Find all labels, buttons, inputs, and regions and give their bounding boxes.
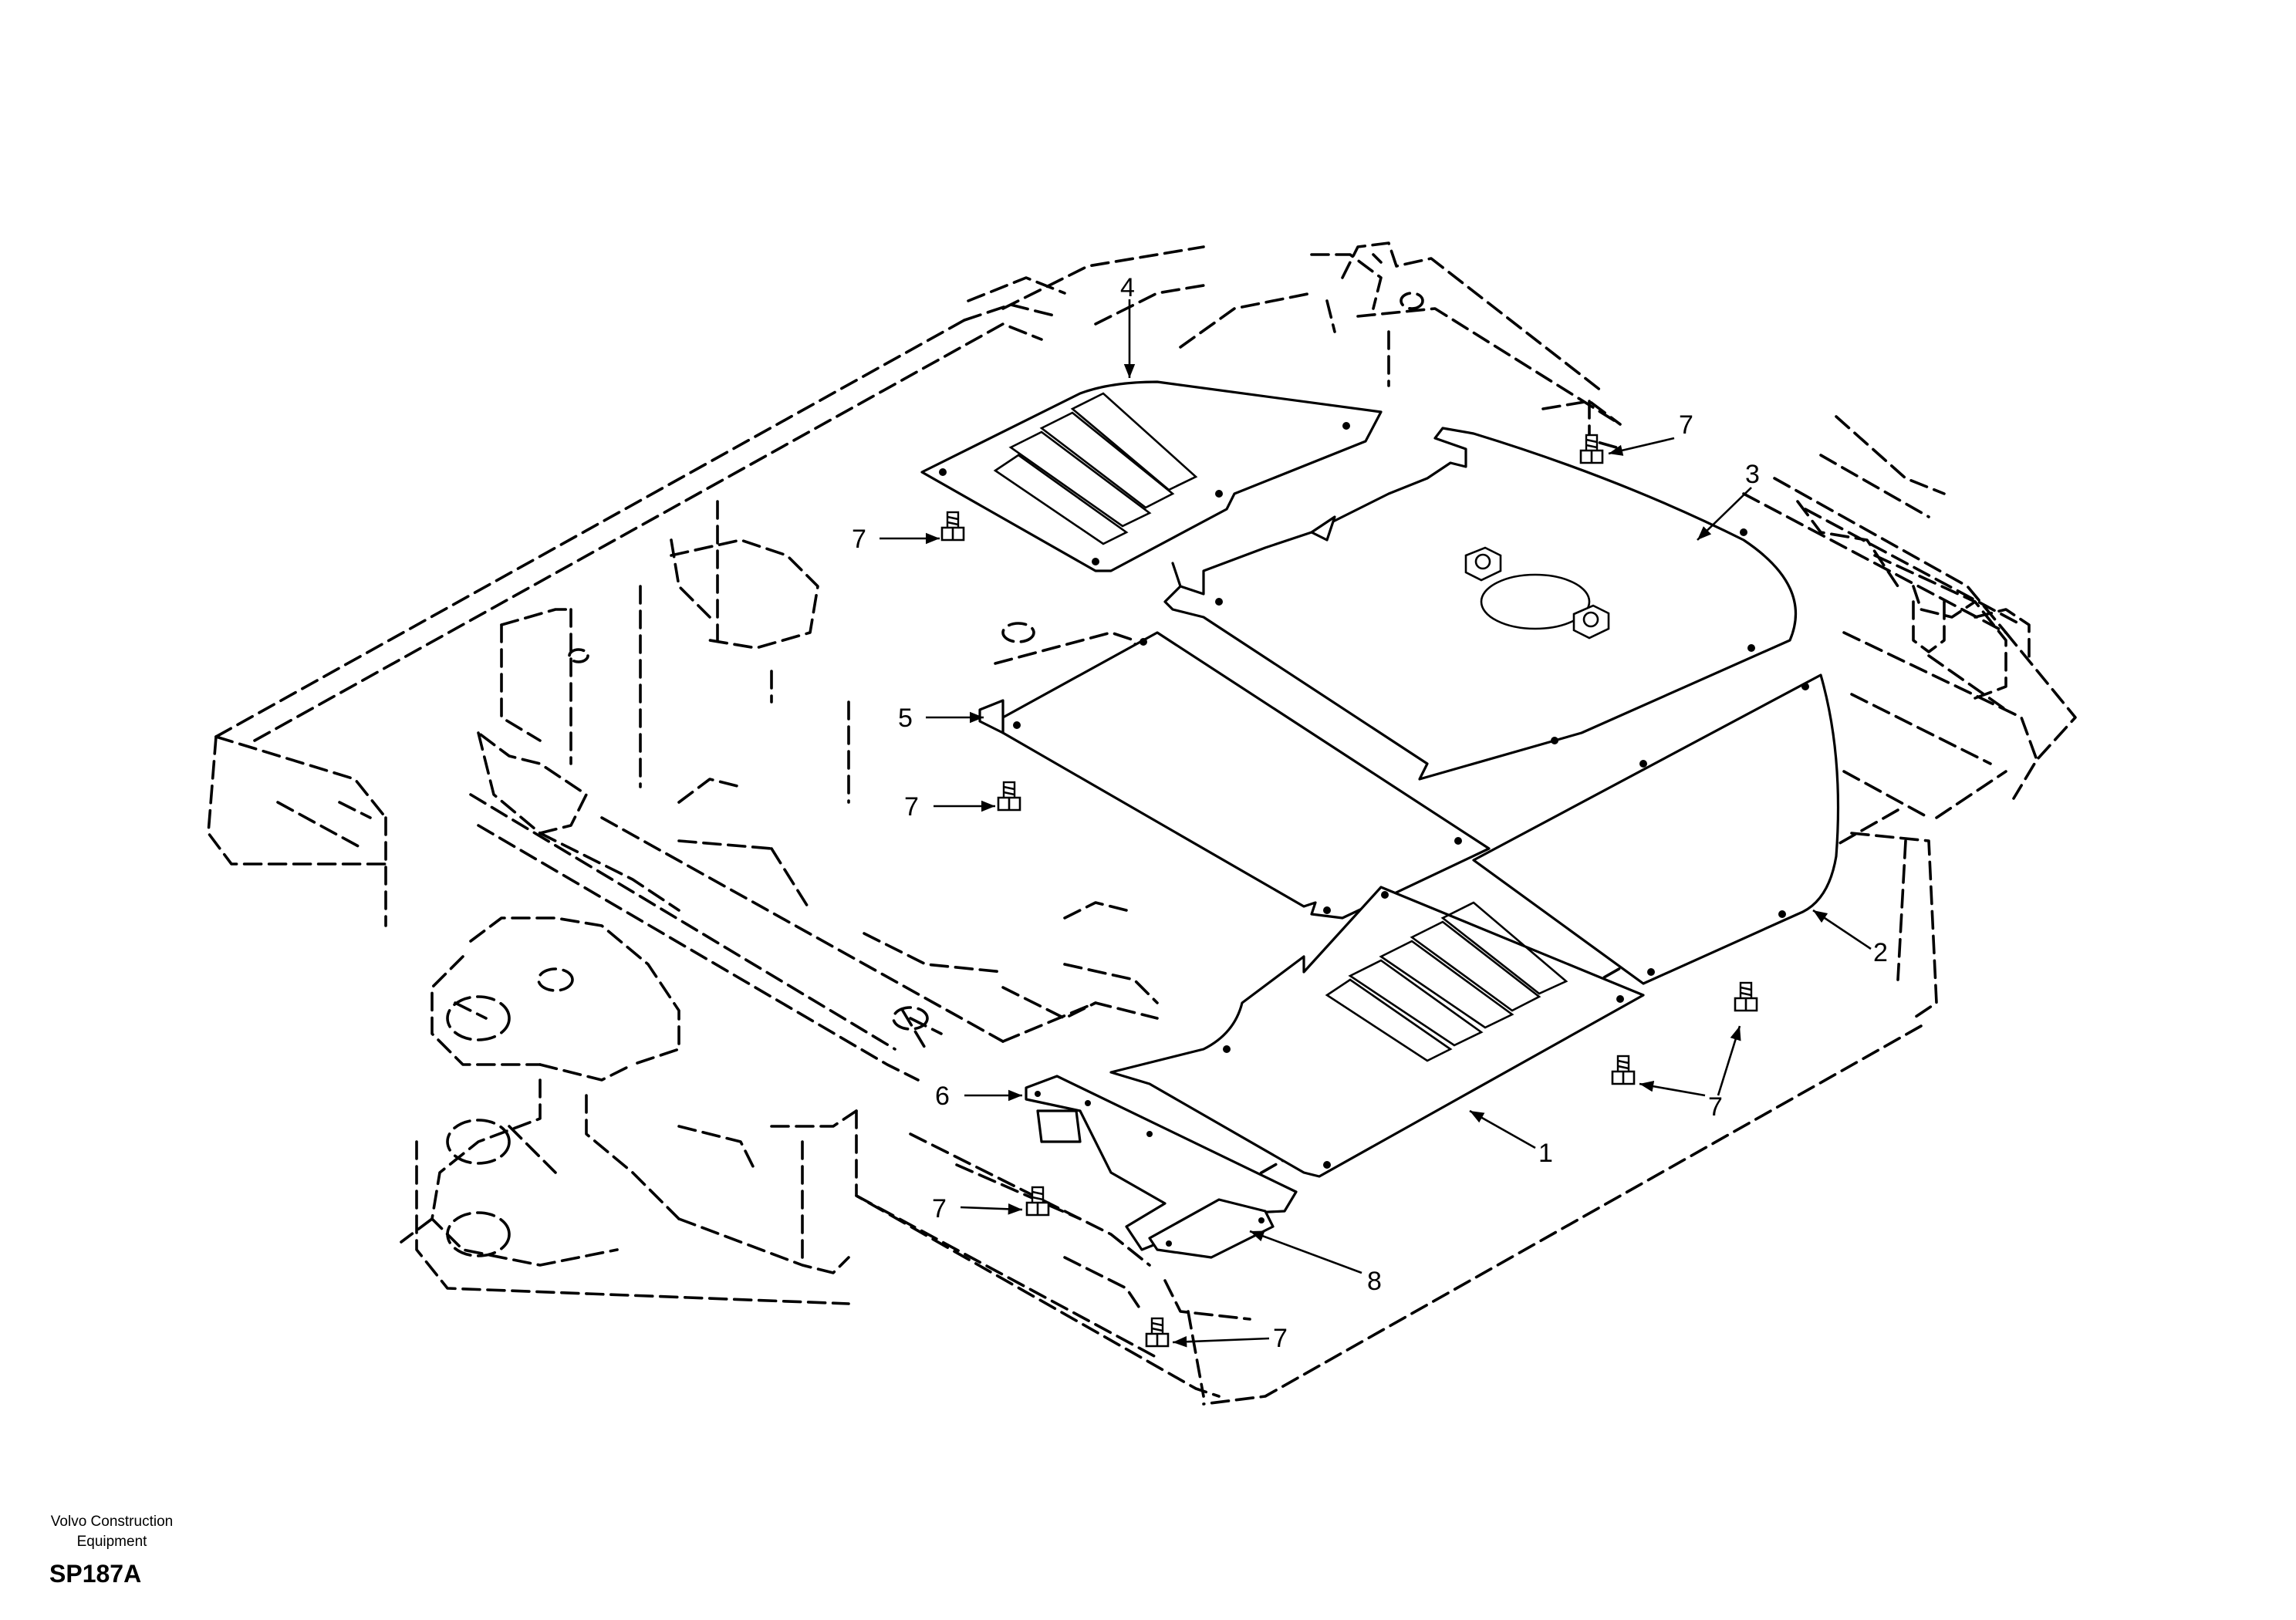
- callout-7-bottom-left: 7: [932, 1194, 947, 1223]
- plate-1-vent-slots: [1325, 901, 1568, 1062]
- callout-7-left: 7: [852, 525, 866, 554]
- callout-7-top-right: 7: [1679, 410, 1693, 440]
- callout-1: 1: [1538, 1139, 1553, 1168]
- callout-8: 8: [1367, 1267, 1382, 1296]
- callout-2: 2: [1873, 938, 1888, 967]
- callout-5: 5: [898, 704, 913, 733]
- manufacturer-line-2: Equipment: [76, 1534, 147, 1550]
- callout-7-right: 7: [1708, 1092, 1723, 1122]
- callout-leaders: [880, 299, 1872, 1348]
- plate-1-vented-floor-cover: [1109, 886, 1645, 1178]
- plate-3-engine-cover: [1163, 427, 1797, 781]
- plate-5-floor-plate: [978, 631, 1491, 920]
- plate-2-side-plate: [1472, 673, 1840, 985]
- callout-7-bottom: 7: [1273, 1324, 1288, 1353]
- drawing-code: SP187A: [49, 1560, 142, 1588]
- callout-labels: 4 3 7 7 5 7 2 7 1 6 7 8 7: [852, 273, 1888, 1353]
- callout-6: 6: [935, 1082, 950, 1111]
- callout-7-middle: 7: [904, 792, 919, 822]
- manufacturer-name: Volvo Construction Equipment: [23, 1512, 201, 1552]
- part-8-cover-plate: [1148, 1198, 1275, 1259]
- plate-4-vent-slots: [993, 392, 1198, 545]
- callout-4: 4: [1120, 273, 1135, 302]
- manufacturer-line-1: Volvo Construction: [50, 1514, 174, 1530]
- callout-3: 3: [1745, 460, 1760, 489]
- machine-frame-outline: [207, 241, 2077, 1406]
- plate-4-vented-cover: [920, 380, 1383, 572]
